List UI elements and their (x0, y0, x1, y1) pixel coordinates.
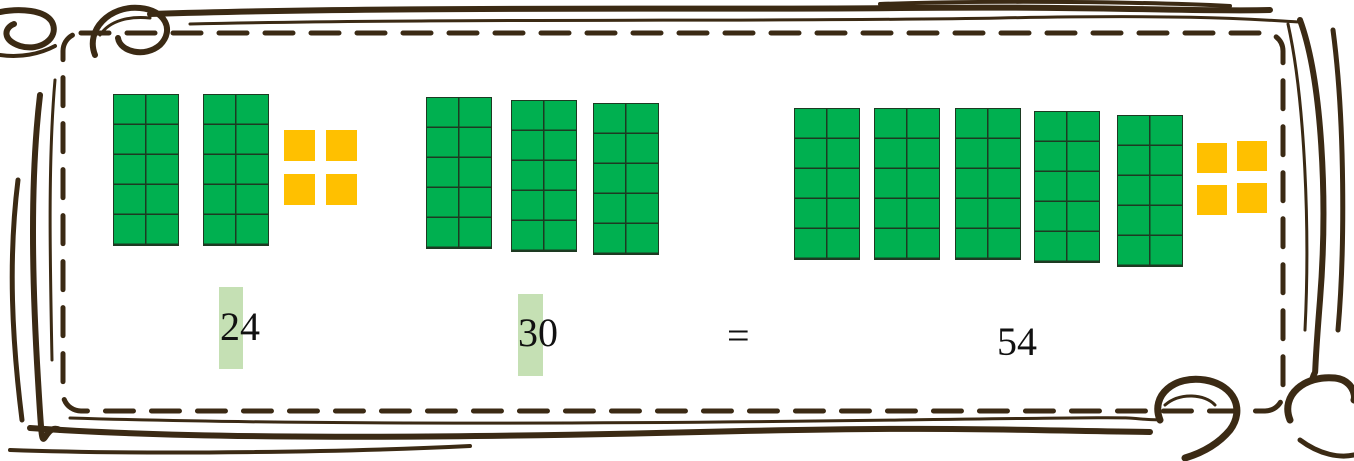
number-label-54: 54 (997, 322, 1037, 362)
tens-rod (426, 97, 492, 249)
unit-cube (1237, 183, 1267, 213)
unit-cube (284, 174, 315, 205)
equals-sign: = (727, 316, 750, 356)
unit-cube (1197, 185, 1227, 215)
tens-rod (1034, 111, 1100, 263)
tens-rod (874, 108, 940, 260)
tens-rod (113, 94, 179, 246)
number-label-24: 24 (220, 307, 260, 347)
tens-rod (511, 100, 577, 252)
tens-rod (203, 94, 269, 246)
tens-rod (1117, 115, 1183, 267)
unit-cube (284, 130, 315, 161)
tens-rod (955, 108, 1021, 260)
tens-rod (593, 103, 659, 255)
number-label-30: 30 (518, 313, 558, 353)
unit-cube (1237, 141, 1267, 171)
tens-rod (794, 108, 860, 260)
unit-cube (326, 174, 357, 205)
unit-cube (1197, 143, 1227, 173)
unit-cube (326, 130, 357, 161)
